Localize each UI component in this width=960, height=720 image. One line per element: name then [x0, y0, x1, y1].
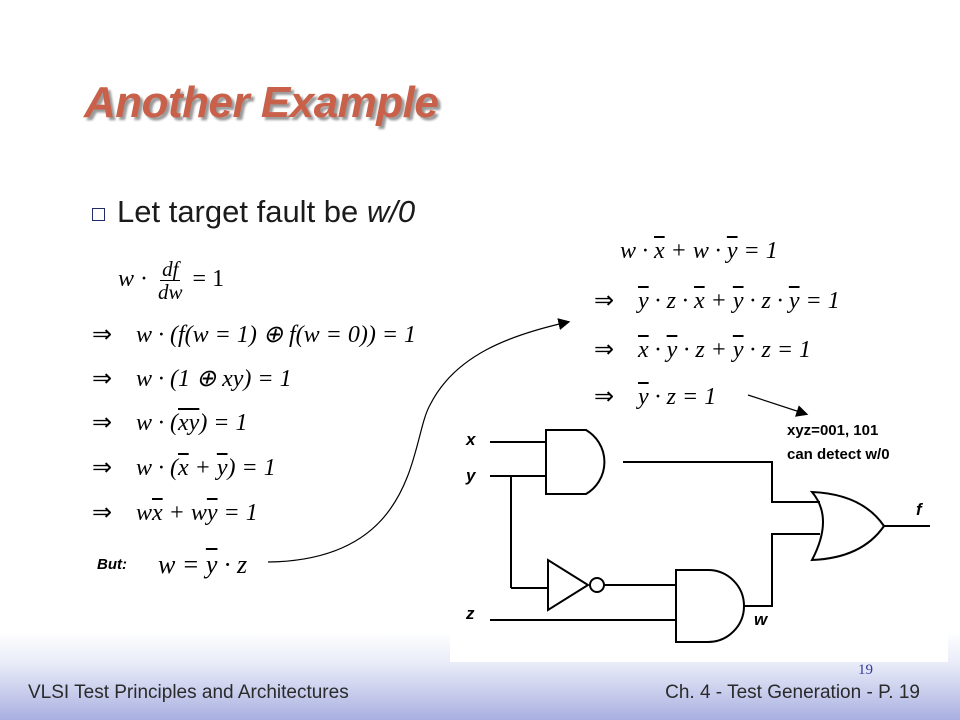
implies-icon: ⇒: [92, 366, 113, 392]
fraction-numerator: df: [160, 257, 181, 282]
implies-icon: ⇒: [594, 384, 615, 410]
and-gate-1: [545, 429, 606, 495]
wire-w: [744, 533, 820, 607]
equation-line-6: ⇒wx + wy = 1: [92, 498, 258, 527]
req3-y2: y: [732, 337, 744, 363]
req4-y: y: [638, 384, 649, 410]
eq5-post: ) = 1: [227, 455, 276, 481]
internal-label-w: w: [754, 610, 768, 629]
but-eq-pre: w =: [158, 550, 206, 579]
req3-y: y: [666, 337, 678, 363]
bullet-text: Let target fault be w/0: [117, 194, 415, 230]
req4-post: · z = 1: [648, 384, 717, 410]
req2-y3: y: [788, 288, 800, 314]
req3-mid2: · z +: [677, 337, 733, 363]
output-label-f: f: [916, 500, 922, 519]
req2-post: = 1: [799, 288, 840, 314]
implies-icon: ⇒: [92, 455, 113, 481]
eq6-w2: w: [190, 500, 207, 526]
req2-mid1: · z ·: [648, 288, 694, 314]
eq3-text: w · (1 ⊕ xy) = 1: [136, 366, 292, 392]
req3-post: · z = 1: [743, 337, 812, 363]
square-bullet-icon: [92, 207, 105, 221]
bullet-fault: w/0: [366, 194, 416, 229]
fraction-df-dw: df dw: [158, 258, 183, 303]
right-equation-line-2: ⇒ y · z · x + y · z · y = 1: [594, 286, 840, 315]
detection-annotation: xyz=001, 101 can detect w/0: [787, 419, 890, 467]
eq2-text: w · (f(w = 1) ⊕ f(w = 0)) = 1: [136, 322, 417, 348]
req1-x: x: [654, 238, 665, 264]
eq5-x: x: [178, 455, 189, 481]
implies-icon: ⇒: [92, 410, 113, 436]
req2-y2: y: [732, 288, 744, 314]
right-equation-line-3: ⇒ x · y · z + y · z = 1: [594, 335, 811, 364]
not-gate: [547, 558, 590, 612]
req2-mid2: · z ·: [743, 288, 789, 314]
but-eq-y: y: [205, 550, 218, 579]
or-gate: [809, 490, 886, 562]
implies-icon: ⇒: [594, 288, 615, 314]
and-gate-2: [675, 569, 745, 643]
not-bubble: [589, 577, 605, 593]
eq1-w: w: [118, 266, 135, 293]
req1-y: y: [726, 238, 738, 264]
req1-mid: + w ·: [664, 238, 727, 264]
equation-line-4: ⇒ w · (xy) = 1: [92, 408, 248, 437]
footer-chapter: Ch. 4 - Test Generation - P. 19: [665, 682, 920, 703]
annotation-line-1: xyz=001, 101: [787, 422, 879, 439]
eq6-y: y: [206, 500, 218, 526]
but-equation: w = y · z: [158, 550, 247, 580]
req2-y1: y: [638, 288, 649, 314]
eq1-rhs: = 1: [192, 266, 225, 293]
page-number: 19: [858, 662, 873, 678]
eq6-w1: w: [136, 500, 153, 526]
req2-x: x: [694, 288, 705, 314]
wire-and1-to-or: [623, 461, 820, 503]
req3-x: x: [638, 337, 649, 363]
equation-line-3: ⇒ w · (1 ⊕ xy) = 1: [92, 364, 292, 393]
req3-mid1: ·: [648, 337, 667, 363]
implies-icon: ⇒: [92, 322, 113, 348]
eq5-y: y: [216, 455, 228, 481]
equation-line-2: ⇒ w · (f(w = 1) ⊕ f(w = 0)) = 1: [92, 320, 416, 349]
circuit-svg: [490, 429, 930, 643]
req1-post: = 1: [737, 238, 778, 264]
implies-icon: ⇒: [92, 500, 113, 526]
annotation-line-2: can detect w/0: [787, 446, 890, 463]
eq4-pre: w · (: [136, 410, 178, 436]
right-equation-line-4: ⇒ y · z = 1: [594, 382, 716, 411]
right-equation-line-1: w · x + w · y = 1: [620, 238, 778, 265]
footer-course-title: VLSI Test Principles and Architectures: [28, 682, 349, 703]
but-label: But:: [97, 556, 127, 573]
eq5-plus: +: [188, 455, 217, 481]
equation-boolean-difference: w · df dw = 1: [118, 257, 225, 305]
bullet-item: Let target fault be w/0: [92, 194, 415, 230]
eq4-post: ) = 1: [199, 410, 248, 436]
bullet-text-main: Let target fault be: [117, 194, 367, 229]
req1-pre: w ·: [620, 238, 655, 264]
implies-icon: ⇒: [594, 337, 615, 363]
slide-title: Another Example: [84, 78, 439, 127]
eq6-plus: +: [162, 500, 191, 526]
but-eq-post: · z: [217, 550, 248, 579]
fraction-denominator: dw: [158, 280, 183, 305]
input-label-x: x: [466, 430, 476, 449]
input-label-z: z: [466, 604, 475, 623]
eq4-bar: xy: [178, 410, 200, 436]
eq6-x: x: [152, 500, 163, 526]
equation-line-5: ⇒ w · (x + y) = 1: [92, 453, 276, 482]
input-label-y: y: [466, 466, 476, 485]
req2-plus: +: [704, 288, 733, 314]
eq5-pre: w · (: [136, 455, 178, 481]
eq6-rhs: = 1: [217, 500, 258, 526]
